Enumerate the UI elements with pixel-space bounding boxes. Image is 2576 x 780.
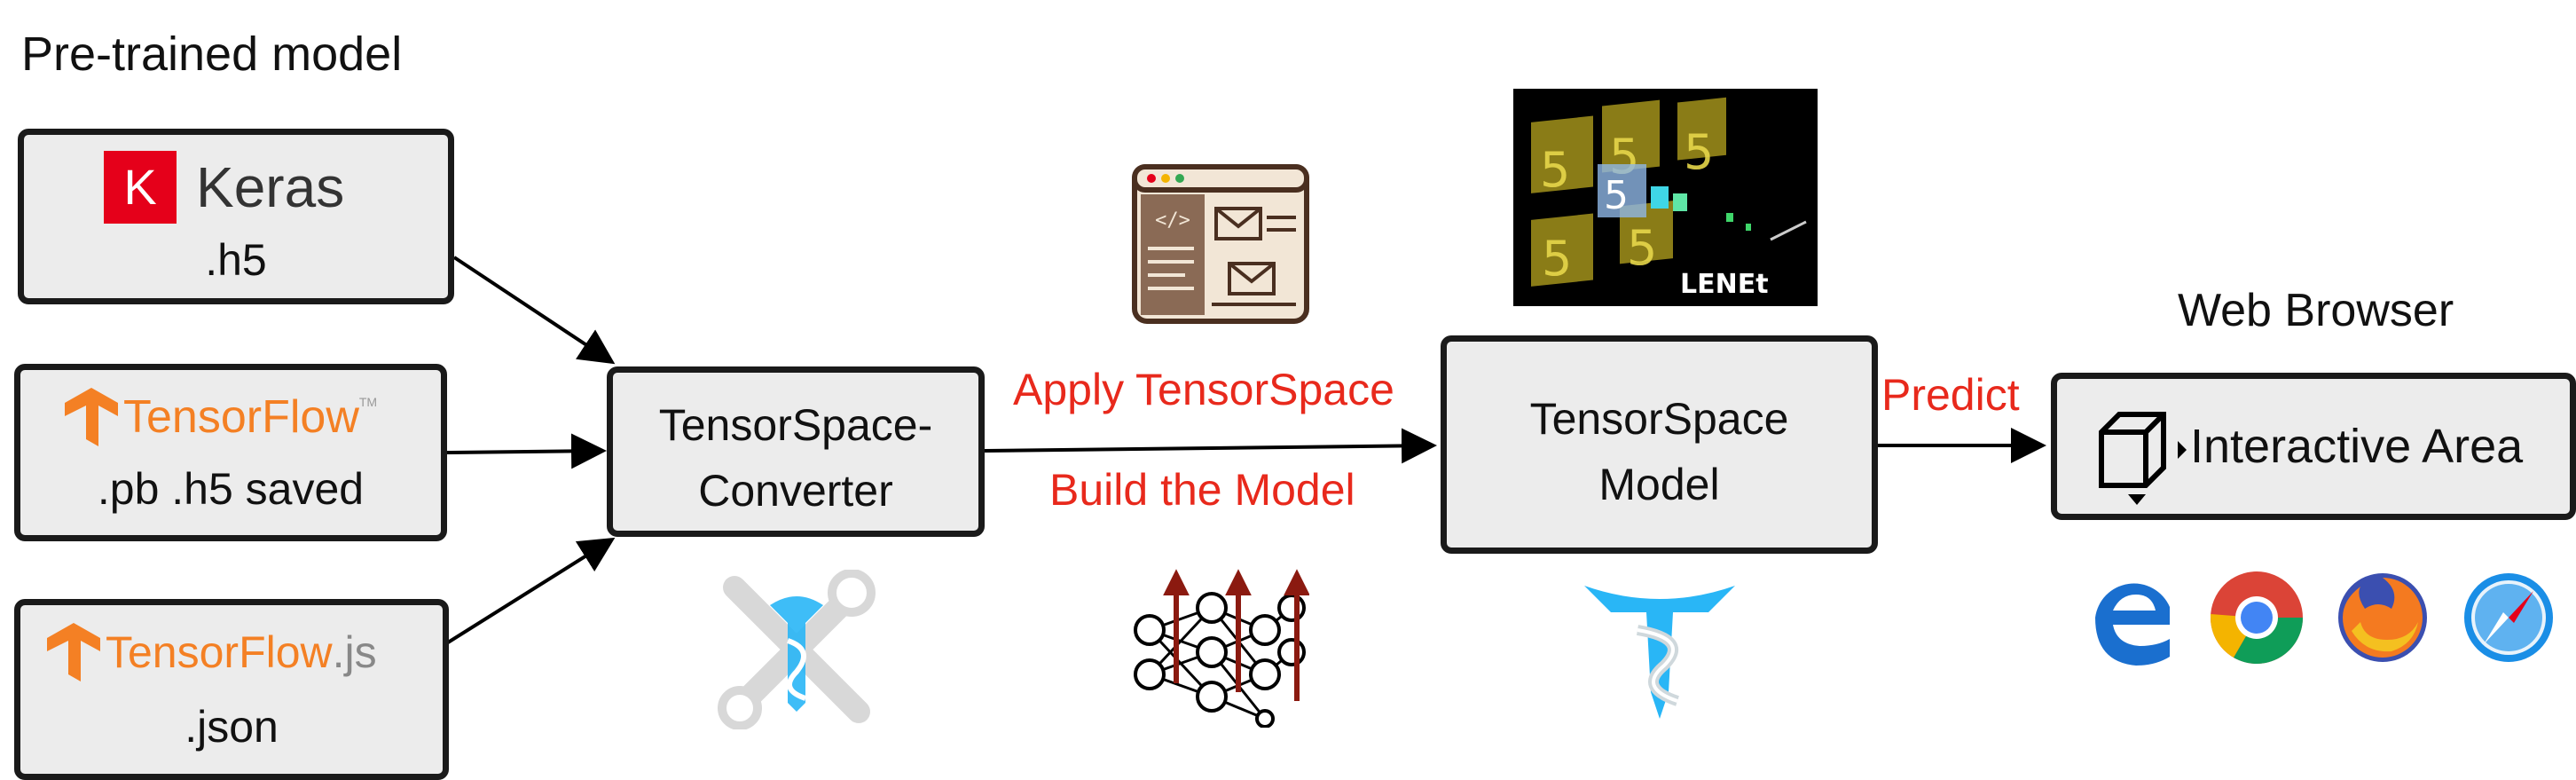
arrow-converter-to-model [984,428,1437,464]
arrow-keras-to-converter [452,256,616,365]
tensorflow-logo-icon [65,388,118,446]
tensorspace-logo-icon [1584,586,1735,719]
edge-browser-icon [2095,583,2170,666]
model-line1: TensorSpace [1529,394,1789,444]
tensorflowjs-name: TensorFlow [106,627,333,677]
tensorflow-tm: TM [358,395,378,409]
converter-line1: TensorSpace- [658,400,933,450]
arrow-tfjs-to-converter [446,537,616,644]
preview-digit-3: 5 [1684,124,1714,180]
converter-box: TensorSpace- Converter [607,366,985,537]
section-title: Pre-trained model [21,28,403,81]
arrow-tensorflow-to-converter [446,433,607,469]
tensorflowjs-box: TensorFlow .js .json [14,599,449,780]
tensorflow-name: TensorFlow [123,391,359,443]
model-line2: Model [1598,460,1720,509]
preview-caption: LENEt [1680,269,1769,300]
preview-digit-input: 5 [1604,173,1629,218]
tensorflowjs-suffix: .js [332,627,377,677]
neural-network-icon [1134,569,1309,728]
interactive-area-box: Interactive Area [2051,373,2576,520]
keras-ext: .h5 [205,235,267,285]
cube-icon [2099,412,2187,505]
model-box: TensorSpace Model [1441,335,1878,554]
lenet-preview-image: 5 5 5 5 5 5 LENEt [1513,89,1818,306]
keras-box: K Keras .h5 [18,129,454,304]
tensorflowjs-ext: .json [185,702,279,752]
converter-line2: Converter [698,466,893,516]
converter-tools-icon [718,570,876,729]
preview-digit-5: 5 [1627,220,1657,276]
firefox-browser-icon [2338,573,2427,662]
tensorflow-box: TensorFlow TM .pb .h5 saved [14,364,447,541]
build-model-label: Build the Model [1049,465,1355,515]
apply-tensorspace-label: Apply TensorSpace [1013,365,1394,414]
chrome-browser-icon [2211,571,2303,664]
tensorflowjs-logo-icon [47,623,100,682]
keras-logo-icon: K [104,151,177,224]
safari-browser-icon [2464,573,2553,662]
keras-name: Keras [196,155,345,219]
tensorflow-ext: .pb .h5 saved [97,464,365,514]
svg-text:</>: </> [1155,209,1190,232]
code-editor-icon: </> [1132,164,1309,324]
interactive-area-label: Interactive Area [2190,420,2524,473]
preview-digit-4: 5 [1542,231,1572,287]
predict-label: Predict [1881,370,2020,420]
preview-digit-1: 5 [1540,142,1570,198]
browser-title: Web Browser [2178,285,2454,336]
